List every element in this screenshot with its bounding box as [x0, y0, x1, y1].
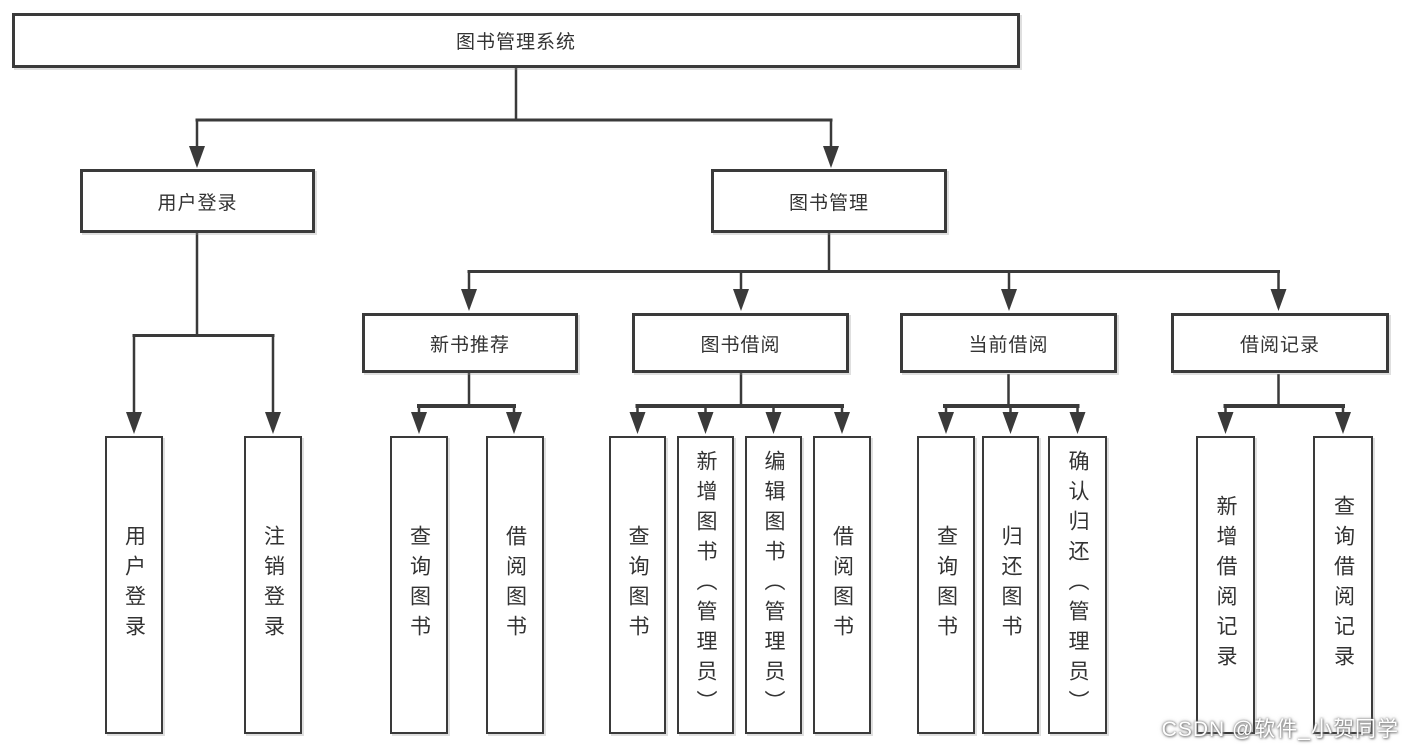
leaf-query-books-recommend: 查询图书	[390, 436, 448, 734]
node-book-management: 图书管理	[711, 169, 947, 233]
arrowheads	[126, 146, 1351, 434]
leaf-query-borrow-record: 查询借阅记录	[1313, 436, 1373, 734]
node-borrowing-records: 借阅记录	[1171, 313, 1389, 373]
leaf-borrow-books-recommend: 借阅图书	[486, 436, 544, 734]
leaf-query-books-borrowing: 查询图书	[609, 436, 666, 734]
csdn-watermark: CSDN @软件_小贺同学	[1161, 718, 1399, 741]
node-user-login: 用户登录	[80, 169, 315, 233]
leaf-return-books: 归还图书	[982, 436, 1039, 734]
node-current-borrowing: 当前借阅	[900, 313, 1117, 373]
leaf-add-books-admin: 新增图书（管理员）	[677, 436, 734, 734]
leaf-query-books-current: 查询图书	[917, 436, 975, 734]
leaf-add-borrow-record: 新增借阅记录	[1196, 436, 1255, 734]
node-library-management-system: 图书管理系统	[12, 13, 1020, 68]
leaf-borrow-books-borrowing: 借阅图书	[813, 436, 871, 734]
leaf-user-login: 用户登录	[105, 436, 163, 734]
leaf-edit-books-admin: 编辑图书（管理员）	[745, 436, 802, 734]
leaf-logout: 注销登录	[244, 436, 302, 734]
node-book-borrowing: 图书借阅	[632, 313, 849, 373]
leaf-confirm-return-admin: 确认归还（管理员）	[1048, 436, 1107, 734]
node-new-book-recommendation: 新书推荐	[362, 313, 578, 373]
